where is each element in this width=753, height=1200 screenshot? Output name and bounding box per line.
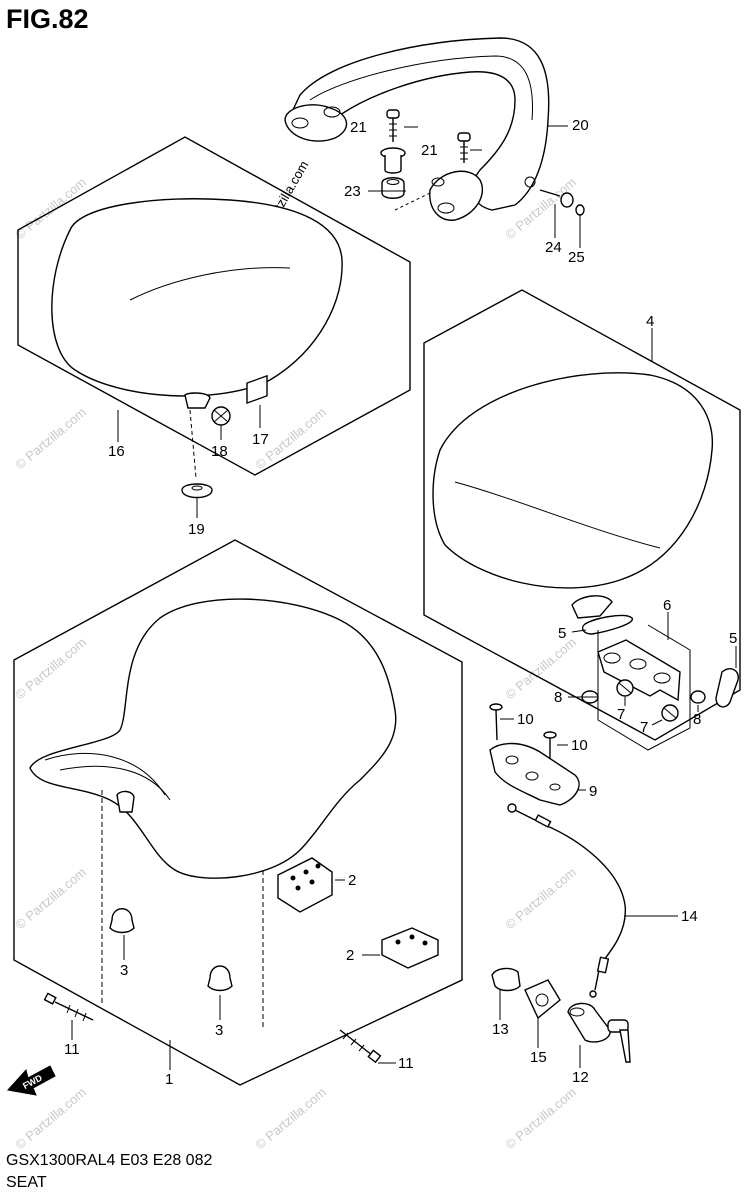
callout-3-lower: 3 — [215, 1022, 223, 1039]
grommet-23 — [381, 177, 405, 199]
front-seat-box — [13, 539, 463, 1086]
leader-lines — [71, 125, 737, 1070]
callout-7-lower: 7 — [640, 719, 648, 736]
watermark: © Partzilla.com — [12, 404, 89, 472]
bolt-10-right — [543, 731, 557, 758]
bolt-21-lower — [457, 132, 471, 163]
grab-handle — [284, 37, 550, 221]
fwd-direction-badge: FWD — [7, 1065, 56, 1096]
bolt-11-right — [339, 1029, 382, 1064]
band-5-right — [715, 668, 739, 708]
watermark: © Partzilla.com — [12, 864, 89, 932]
clip-7-lower — [661, 704, 679, 722]
callout-23: 23 — [344, 183, 361, 200]
clip-18 — [211, 406, 231, 426]
bolt-10-left — [489, 703, 503, 741]
damper-19 — [181, 409, 213, 499]
figure-title: FIG.82 — [6, 4, 89, 34]
callout-12: 12 — [572, 1069, 589, 1086]
callout-7-upper: 7 — [617, 706, 625, 723]
callout-10-lower: 10 — [571, 737, 588, 754]
callout-4: 4 — [646, 313, 654, 330]
callout-24: 24 — [545, 239, 562, 256]
callout-1: 1 — [165, 1071, 173, 1088]
callout-16: 16 — [108, 443, 125, 460]
callout-21-lower: 21 — [421, 142, 438, 159]
watermark: © Partzilla.com — [502, 1084, 579, 1152]
damper-3-lower — [207, 965, 233, 992]
cushion-8-right — [690, 690, 706, 704]
bolt-21-upper — [386, 109, 400, 142]
cushion-2-lower — [381, 927, 439, 969]
callout-11-left: 11 — [64, 1041, 80, 1058]
watermark: © Partzilla.com — [252, 1084, 329, 1152]
callout-17: 17 — [252, 431, 269, 448]
damper-3-upper — [109, 908, 135, 934]
callout-8-right: 8 — [693, 711, 701, 728]
callout-20: 20 — [572, 117, 589, 134]
cushion-17 — [246, 374, 268, 405]
callout-3-upper: 3 — [120, 962, 128, 979]
callout-2-lower: 2 — [346, 947, 354, 964]
collar — [380, 147, 406, 174]
watermark: © Partzilla.com — [502, 864, 579, 932]
callout-15: 15 — [530, 1049, 547, 1066]
callout-25: 25 — [568, 249, 585, 266]
cushion-2-upper — [277, 857, 333, 913]
callout-19: 19 — [188, 521, 205, 538]
bolt-11-left — [43, 992, 94, 1022]
section-name: SEAT — [6, 1174, 47, 1191]
callout-6: 6 — [663, 597, 671, 614]
clip-13 — [491, 967, 521, 992]
watermark: © Partzilla.com — [12, 1084, 89, 1152]
callout-10-upper: 10 — [517, 711, 534, 728]
callout-5-right: 5 — [729, 630, 737, 647]
callout-5-left: 5 — [558, 625, 566, 642]
lock-cylinder-12 — [567, 1002, 631, 1063]
callout-18: 18 — [211, 443, 228, 460]
plate-15 — [524, 979, 561, 1020]
pillion-seat-box — [423, 289, 741, 741]
bolt-24 — [539, 189, 574, 208]
nut-25 — [575, 204, 585, 216]
callout-13: 13 — [492, 1021, 509, 1038]
callout-labels: 20 21 21 23 24 25 16 17 18 19 4 5 5 6 7 … — [64, 117, 737, 1088]
bracket-6 — [597, 624, 691, 751]
callout-21-upper: 21 — [350, 119, 367, 136]
callout-11-right: 11 — [398, 1055, 414, 1072]
seat-cowl-box — [17, 136, 411, 476]
callout-14: 14 — [681, 908, 698, 925]
seat-lock-9 — [489, 742, 580, 806]
clip-7-upper — [616, 679, 634, 697]
callout-9: 9 — [589, 783, 597, 800]
cable-14 — [507, 803, 627, 998]
band-5-left — [581, 614, 633, 635]
callout-2-upper: 2 — [348, 872, 356, 889]
watermark: © Partzilla.com — [12, 634, 89, 702]
model-code: GSX1300RAL4 E03 E28 082 — [6, 1152, 213, 1169]
arrow-forward-icon — [7, 1065, 56, 1096]
callout-8-left: 8 — [554, 689, 562, 706]
